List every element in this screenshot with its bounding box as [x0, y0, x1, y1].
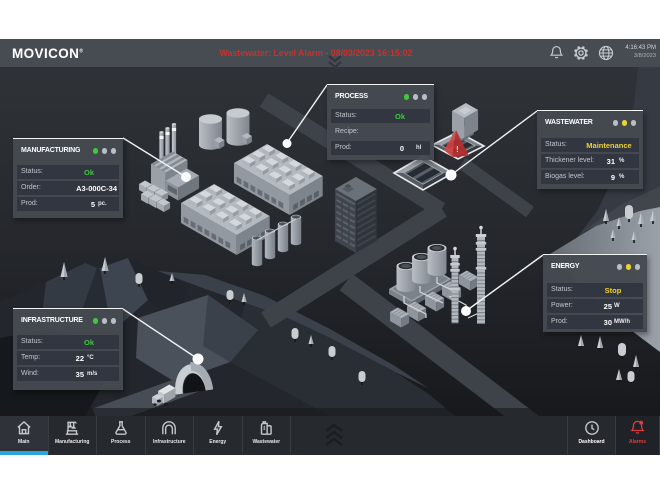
svg-text:!: ! [456, 144, 459, 154]
